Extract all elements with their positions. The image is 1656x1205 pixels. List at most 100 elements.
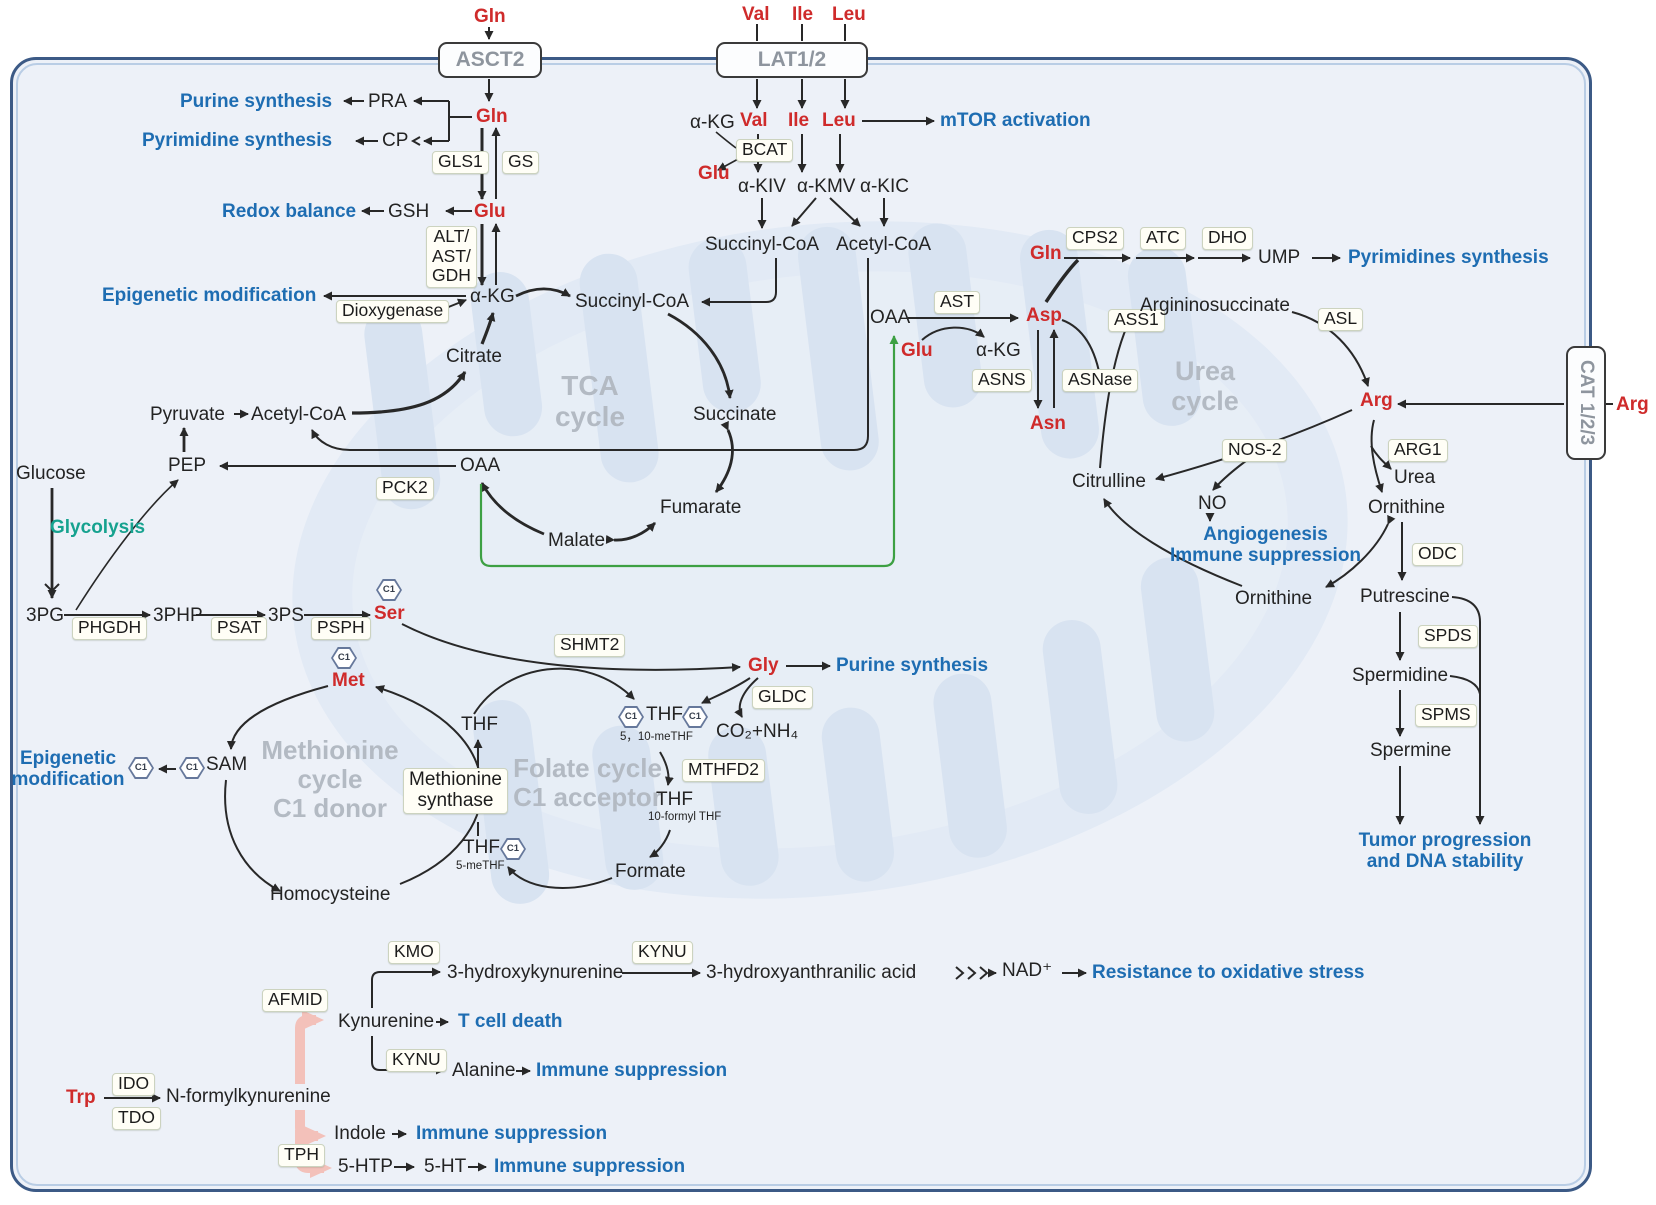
enzyme-ass1: ASS1 xyxy=(1108,309,1165,332)
metabolite-asn: Asn xyxy=(1030,413,1066,434)
metabolite-alanine: Alanine xyxy=(452,1060,516,1081)
metabolite-3ps: 3PS xyxy=(268,605,304,626)
metabolite-gln-2: Gln xyxy=(1030,243,1062,264)
metabolite-asp: Asp xyxy=(1026,305,1062,326)
metabolite-thf-10f: THF xyxy=(656,789,693,810)
metabolite-3-hydroxykynurenine: 3-hydroxykynurenine xyxy=(447,962,624,983)
metabolite-n-formylkynurenine: N-formylkynurenine xyxy=(166,1086,331,1107)
enzyme-ido: IDO xyxy=(112,1073,156,1096)
metabolite-akmv: α-KMV xyxy=(797,176,856,197)
outcome-resistance-oxidative-stress: Resistance to oxidative stress xyxy=(1092,962,1365,983)
enzyme-methionine-synthase: Methionine synthase xyxy=(403,768,508,814)
asct2-transporter: ASCT2 xyxy=(438,42,542,78)
cat123-transporter: CAT 1/2/3 xyxy=(1566,346,1606,460)
enzyme-gldc: GLDC xyxy=(752,686,813,709)
enzyme-kynu-b: KYNU xyxy=(386,1049,447,1072)
outcome-epigenetic-modification-1: Epigenetic modification xyxy=(102,285,317,306)
metabolite-cp: CP xyxy=(382,130,409,151)
enzyme-pck2: PCK2 xyxy=(376,477,434,500)
metabolite-thf-510: THF xyxy=(646,704,683,725)
metabolite-akg-bcaa: α-KG xyxy=(690,112,735,133)
metabolite-glu: Glu xyxy=(474,201,506,222)
metabolite-pyruvate: Pyruvate xyxy=(150,404,225,425)
metabolite-5-ht: 5-HT xyxy=(424,1156,467,1177)
metabolite-gln: Gln xyxy=(476,106,508,127)
outcome-epigenetic-modification-2: Epigenetic modification xyxy=(11,748,125,791)
outcome-purine-synthesis: Purine synthesis xyxy=(180,91,333,112)
outcome-tumor-progression: Tumor progression and DNA stability xyxy=(1358,830,1532,873)
metabolite-no: NO xyxy=(1198,493,1227,514)
metabolite-glucose: Glucose xyxy=(16,463,86,484)
enzyme-spms: SPMS xyxy=(1415,704,1477,727)
metabolite-ile: Ile xyxy=(788,110,810,131)
metabolite-trp: Trp xyxy=(66,1087,96,1108)
enzyme-kynu-a: KYNU xyxy=(632,941,693,964)
oaa-export-green-arrow xyxy=(479,335,899,568)
metabolite-homocysteine: Homocysteine xyxy=(270,884,391,905)
metabolite-leu-ext: Leu xyxy=(832,4,866,25)
enzyme-alt-ast-gdh: ALT/ AST/ GDH xyxy=(426,226,477,288)
metabolite-thf: THF xyxy=(461,714,498,735)
metabolite-succinyl-coa-bcaa: Succinyl-CoA xyxy=(705,234,820,255)
metabolite-urea: Urea xyxy=(1394,467,1436,488)
metabolite-putrescine: Putrescine xyxy=(1360,586,1450,607)
metabolite-pep: PEP xyxy=(168,455,207,476)
metabolite-ser: Ser xyxy=(374,603,405,624)
outcome-mtor-activation: mTOR activation xyxy=(940,110,1091,131)
enzyme-tph: TPH xyxy=(278,1144,325,1167)
enzyme-atc: ATC xyxy=(1140,227,1186,250)
metabolite-nad: NAD⁺ xyxy=(1002,960,1053,981)
metabolite-akiv: α-KIV xyxy=(738,176,786,197)
metabolite-argininosuccinate: Argininosuccinate xyxy=(1140,295,1290,316)
c1-unit-icon: C1 xyxy=(682,706,708,728)
metabolite-ornithine-in: Ornithine xyxy=(1235,588,1313,609)
c1-unit-icon: C1 xyxy=(376,579,402,601)
metabolite-3pg: 3PG xyxy=(26,605,65,626)
metabolite-arg-ext: Arg xyxy=(1616,394,1649,415)
metabolite-kynurenine: Kynurenine xyxy=(338,1011,435,1032)
metabolite-val-ext: Val xyxy=(742,4,770,25)
metabolite-citrulline: Citrulline xyxy=(1072,471,1146,492)
outcome-pyrimidines-synthesis: Pyrimidines synthesis xyxy=(1348,247,1549,268)
label-5-methf: 5-meTHF xyxy=(456,860,505,872)
enzyme-tdo: TDO xyxy=(112,1107,161,1130)
metabolite-akic: α-KIC xyxy=(860,176,909,197)
enzyme-shmt2: SHMT2 xyxy=(554,634,626,657)
metabolite-gln-ext: Gln xyxy=(474,6,506,27)
c1-unit-icon: C1 xyxy=(179,757,205,779)
metabolite-pra: PRA xyxy=(368,91,408,112)
metabolite-3-hydroxyanthranilic-acid: 3-hydroxyanthranilic acid xyxy=(706,962,917,983)
methionine-cycle-label: Methionine cycle C1 donor xyxy=(261,735,399,824)
metabolite-leu: Leu xyxy=(822,110,856,131)
c1-unit-icon: C1 xyxy=(331,647,357,669)
enzyme-nos2: NOS-2 xyxy=(1222,439,1288,462)
metabolite-acetyl-coa-tca: Acetyl-CoA xyxy=(251,404,347,425)
enzyme-spds: SPDS xyxy=(1418,625,1478,648)
lat12-transporter: LAT1/2 xyxy=(716,42,868,78)
enzyme-odc: ODC xyxy=(1412,543,1463,566)
metabolite-acetyl-coa-bcaa: Acetyl-CoA xyxy=(836,234,932,255)
metabolite-ump: UMP xyxy=(1258,247,1301,268)
tca-cycle-label: TCA cycle xyxy=(554,370,626,433)
metabolite-ornithine-out: Ornithine xyxy=(1368,497,1446,518)
outcome-immune-suppression-2: Immune suppression xyxy=(416,1123,608,1144)
metabolite-citrate: Citrate xyxy=(446,346,502,367)
enzyme-mthfd2: MTHFD2 xyxy=(682,759,765,782)
enzyme-asnase: ASNase xyxy=(1062,369,1139,392)
metabolite-spermine: Spermine xyxy=(1370,740,1452,761)
label-10-formyl-thf: 10-formyl THF xyxy=(648,811,722,823)
metabolite-fumarate: Fumarate xyxy=(660,497,742,518)
metabolite-succinate: Succinate xyxy=(693,404,777,425)
enzyme-gls1: GLS1 xyxy=(432,151,489,174)
metabolite-thf-5me: THF xyxy=(463,837,500,858)
pathway-glycolysis: Glycolysis xyxy=(50,517,146,538)
enzyme-cps2: CPS2 xyxy=(1066,227,1124,250)
enzyme-asl: ASL xyxy=(1318,308,1364,331)
metabolite-co2-nh4: CO₂+NH₄ xyxy=(716,721,799,742)
label-510-methf: 5，10-meTHF xyxy=(620,731,693,743)
enzyme-gs: GS xyxy=(502,151,540,174)
outcome-immune-suppression-1: Immune suppression xyxy=(536,1060,728,1081)
